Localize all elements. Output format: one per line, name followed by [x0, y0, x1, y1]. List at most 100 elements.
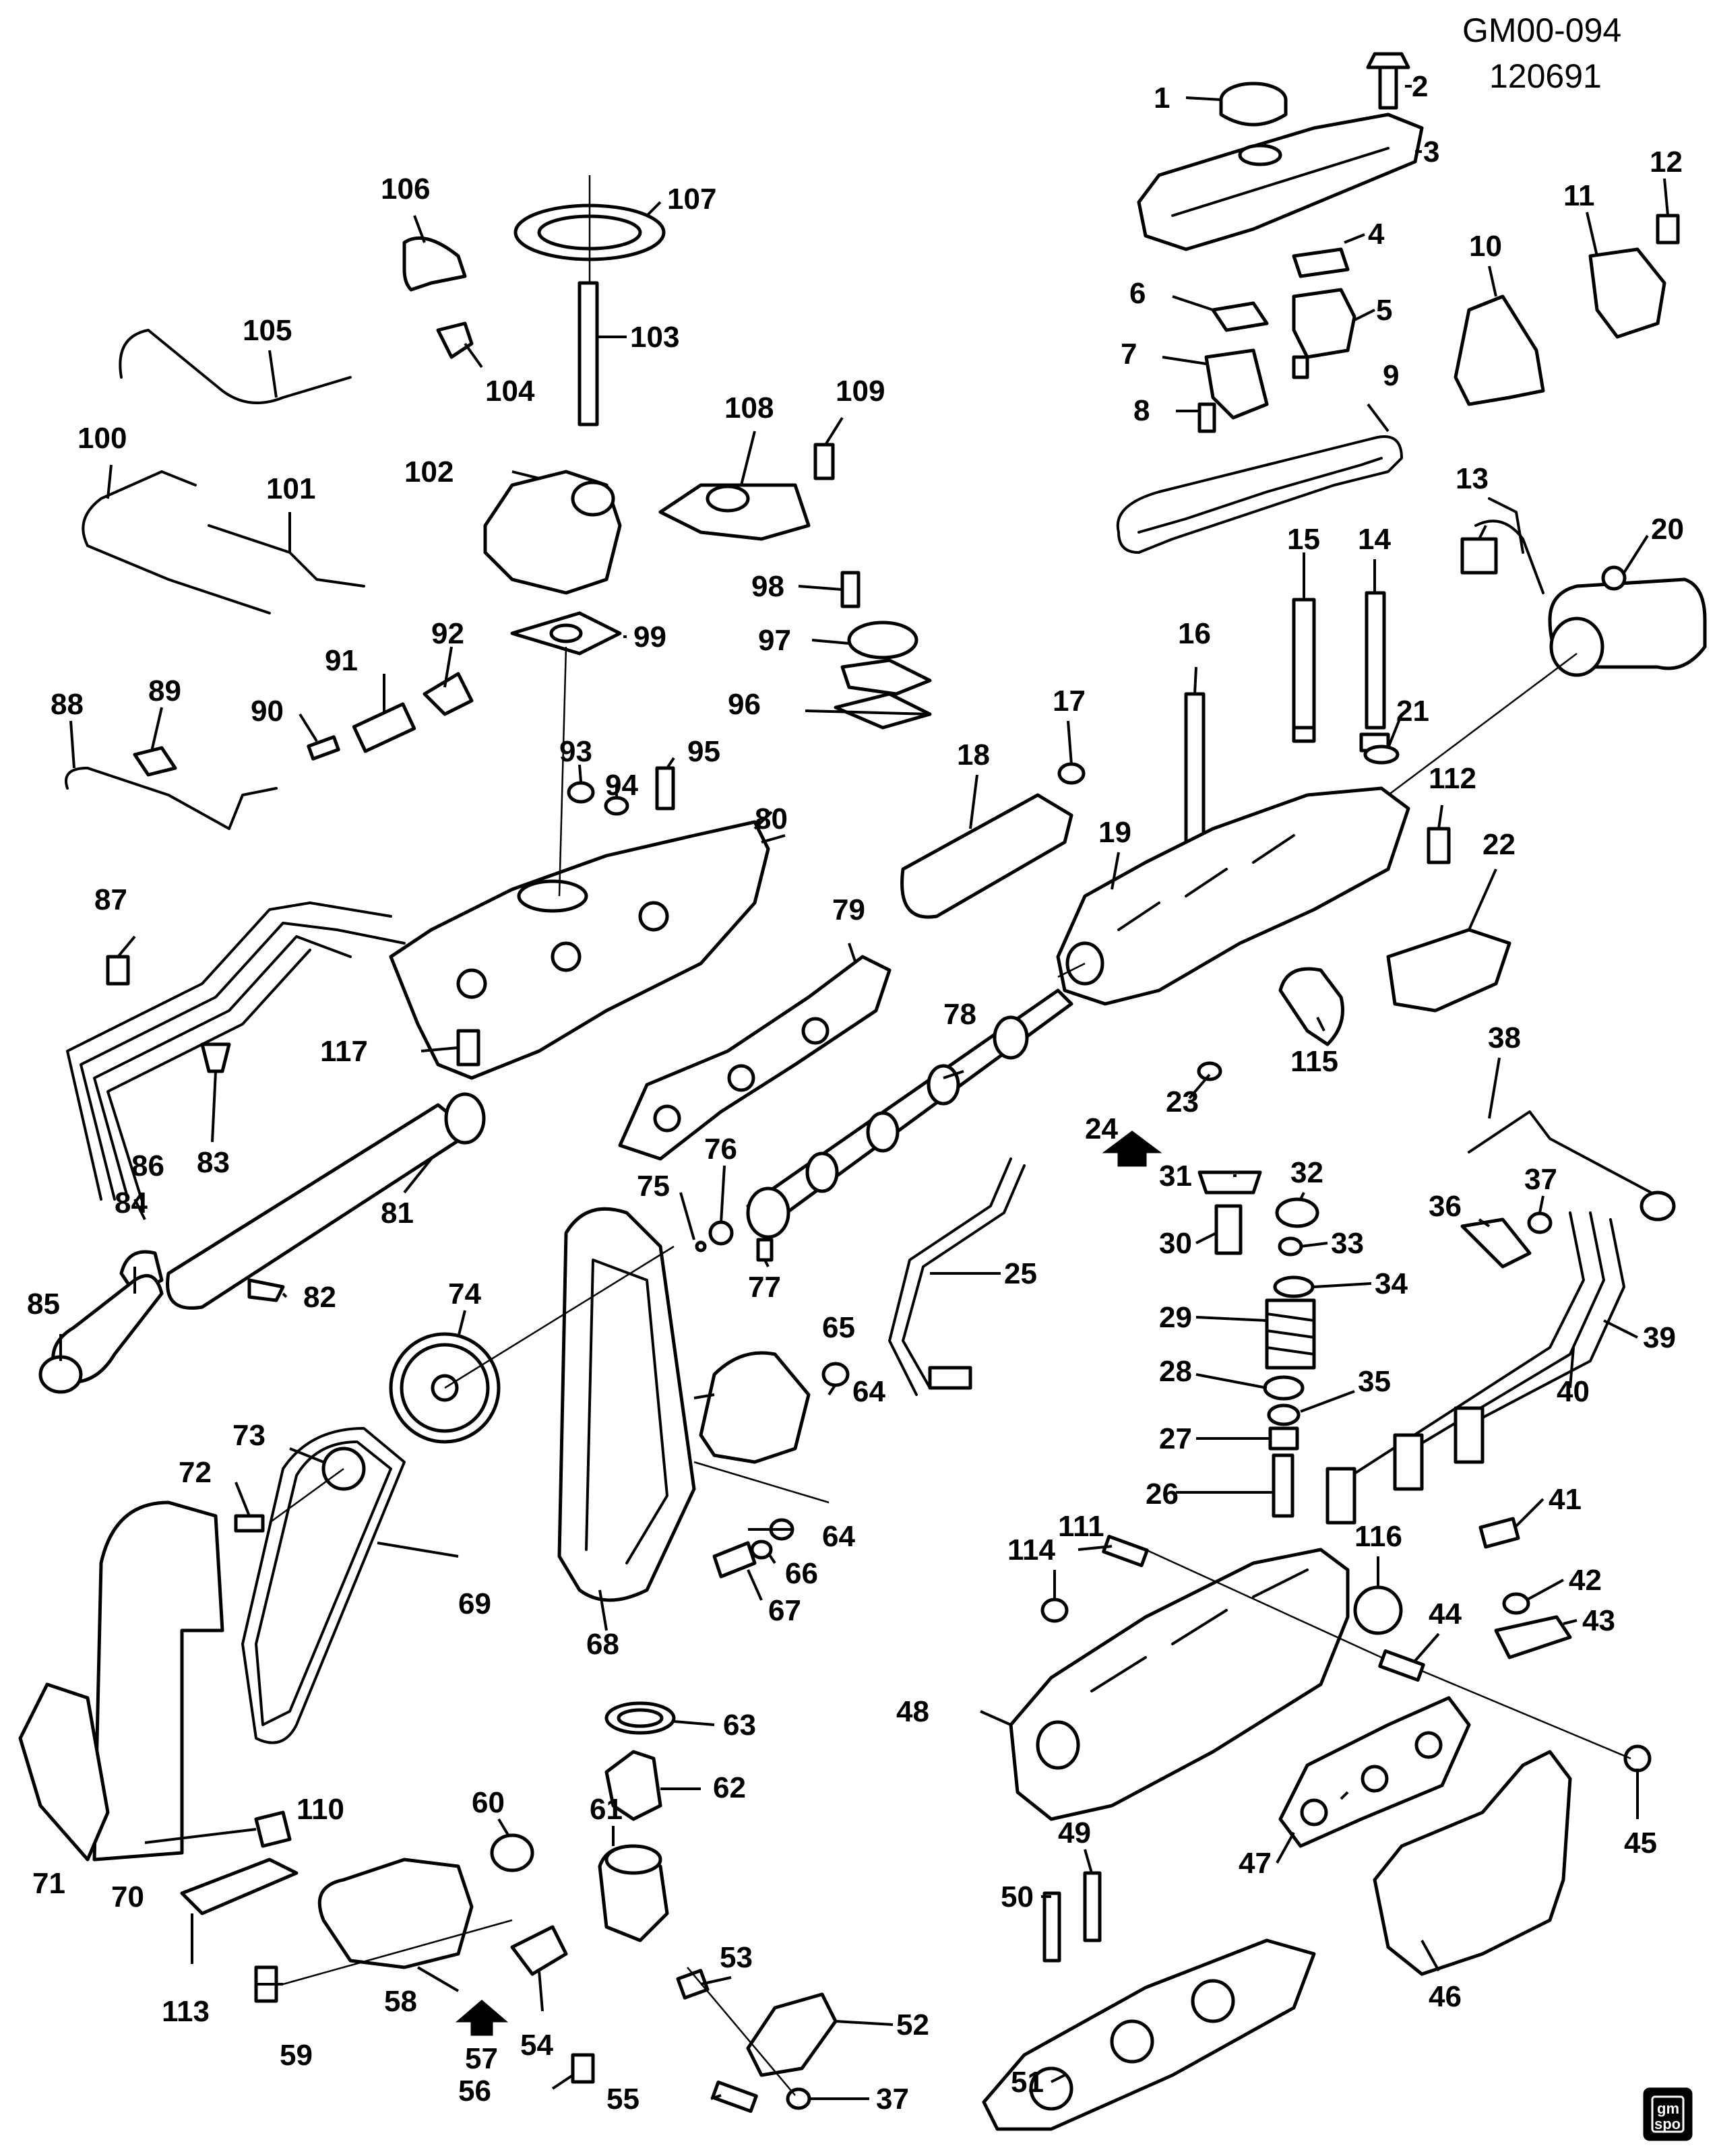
fuel-line-101 [208, 524, 365, 588]
stud-16 [1184, 692, 1206, 844]
stud-103 [577, 281, 599, 426]
head-bolt-49 [1083, 1871, 1102, 1942]
callout-101: 101 [266, 472, 315, 505]
callout-97: 97 [758, 624, 791, 657]
callout-90: 90 [251, 695, 284, 728]
callout-111: 111 [1058, 1510, 1104, 1543]
baffle [1292, 247, 1350, 278]
callout-91: 91 [325, 644, 358, 677]
hose-106 [402, 236, 467, 292]
callout-53: 53 [720, 1941, 753, 1974]
callout-94: 94 [605, 769, 638, 802]
callout-47: 47 [1239, 1847, 1272, 1880]
callout-64-bottom: 64 [822, 1520, 855, 1553]
callout-9: 9 [1383, 359, 1399, 392]
head-bolt-15 [1292, 598, 1316, 743]
spring-seat-28 [1263, 1375, 1305, 1401]
callout-58: 58 [384, 1985, 417, 2018]
callout-22: 22 [1482, 828, 1516, 861]
callout-65: 65 [822, 1311, 855, 1344]
valve-cover [1137, 113, 1424, 251]
hose-115 [1278, 967, 1344, 1046]
callout-54: 54 [520, 2029, 553, 2062]
callout-20: 20 [1651, 513, 1684, 546]
nut-37-bottom [786, 2087, 811, 2110]
valve-guide-26 [1272, 1453, 1294, 1518]
bracket-36 [1460, 1217, 1532, 1269]
nut-42 [1502, 1592, 1530, 1615]
callout-16: 16 [1178, 617, 1211, 650]
callout-19: 19 [1098, 816, 1131, 849]
sensor-56 [571, 2053, 595, 2084]
callout-44: 44 [1429, 1597, 1462, 1630]
callout-59: 59 [280, 2039, 313, 2072]
gasket-54 [510, 1925, 568, 1976]
callout-107: 107 [667, 183, 716, 216]
exhaust-gasket-47 [1278, 1696, 1471, 1848]
callout-31: 31 [1159, 1160, 1192, 1193]
callout-67: 67 [768, 1594, 801, 1627]
callout-78: 78 [943, 998, 976, 1031]
fitting-92 [423, 672, 474, 716]
bolt-55 [711, 2080, 758, 2114]
callout-14: 14 [1358, 523, 1391, 556]
callout-35: 35 [1358, 1365, 1391, 1398]
fitting-90 [307, 735, 340, 761]
bolt-82 [247, 1278, 285, 1302]
callout-32: 32 [1290, 1156, 1323, 1189]
plug-83 [200, 1042, 231, 1073]
callout-27: 27 [1159, 1422, 1192, 1455]
callout-36: 36 [1429, 1190, 1462, 1223]
ignition-wires-39 [1340, 1211, 1625, 1484]
thermostat-seal-63 [604, 1701, 676, 1735]
callout-25: 25 [1004, 1257, 1037, 1290]
callout-43: 43 [1582, 1604, 1615, 1637]
fuel-line-100 [82, 470, 271, 614]
retainer-34 [1273, 1275, 1315, 1298]
seal-76 [708, 1220, 734, 1246]
timing-cover-inner-68 [557, 1207, 696, 1602]
cap-32 [1275, 1197, 1319, 1228]
cylinder-head-48 [1009, 1548, 1350, 1821]
callout-96: 96 [728, 688, 761, 721]
camshaft-carrier [1056, 786, 1410, 1006]
callout-63: 63 [723, 1709, 756, 1742]
leader-lines [59, 85, 1669, 2100]
callout-10: 10 [1469, 230, 1502, 263]
callout-66: 66 [785, 1557, 818, 1590]
callout-41: 41 [1549, 1483, 1582, 1516]
callout-7: 7 [1121, 338, 1137, 371]
callout-92: 92 [431, 617, 464, 650]
callout-76: 76 [704, 1133, 737, 1166]
callout-1: 1 [1154, 82, 1170, 115]
plug-117 [456, 1029, 480, 1067]
ignition-coil-bracket [1454, 294, 1545, 406]
camshaft [746, 988, 1073, 1239]
plug-77 [756, 1238, 774, 1262]
bolt-8 [1197, 402, 1216, 433]
intake-manifold [389, 820, 770, 1080]
nut-23 [1197, 1061, 1222, 1081]
coil-bracket-11 [1588, 247, 1666, 339]
callout-33: 33 [1331, 1227, 1364, 1260]
pin-75 [695, 1240, 707, 1253]
callout-70: 70 [111, 1880, 144, 1913]
pcv-housing [1292, 288, 1356, 379]
timing-belt-69 [241, 1427, 406, 1744]
bolt-67 [712, 1541, 757, 1579]
front-arrow-24 [1102, 1131, 1162, 1167]
sensor-41 [1478, 1517, 1520, 1549]
callout-79: 79 [832, 893, 865, 926]
fitting-89 [133, 746, 177, 777]
callout-99: 99 [633, 621, 666, 654]
callout-29: 29 [1159, 1301, 1192, 1334]
callout-15: 15 [1287, 523, 1320, 556]
callout-98: 98 [751, 570, 784, 603]
callout-42: 42 [1569, 1564, 1602, 1597]
callout-23: 23 [1166, 1085, 1199, 1118]
throttle-body [483, 470, 622, 595]
bracket-43 [1494, 1615, 1572, 1659]
nut-17 [1057, 762, 1086, 785]
sensor-95 [655, 766, 675, 811]
